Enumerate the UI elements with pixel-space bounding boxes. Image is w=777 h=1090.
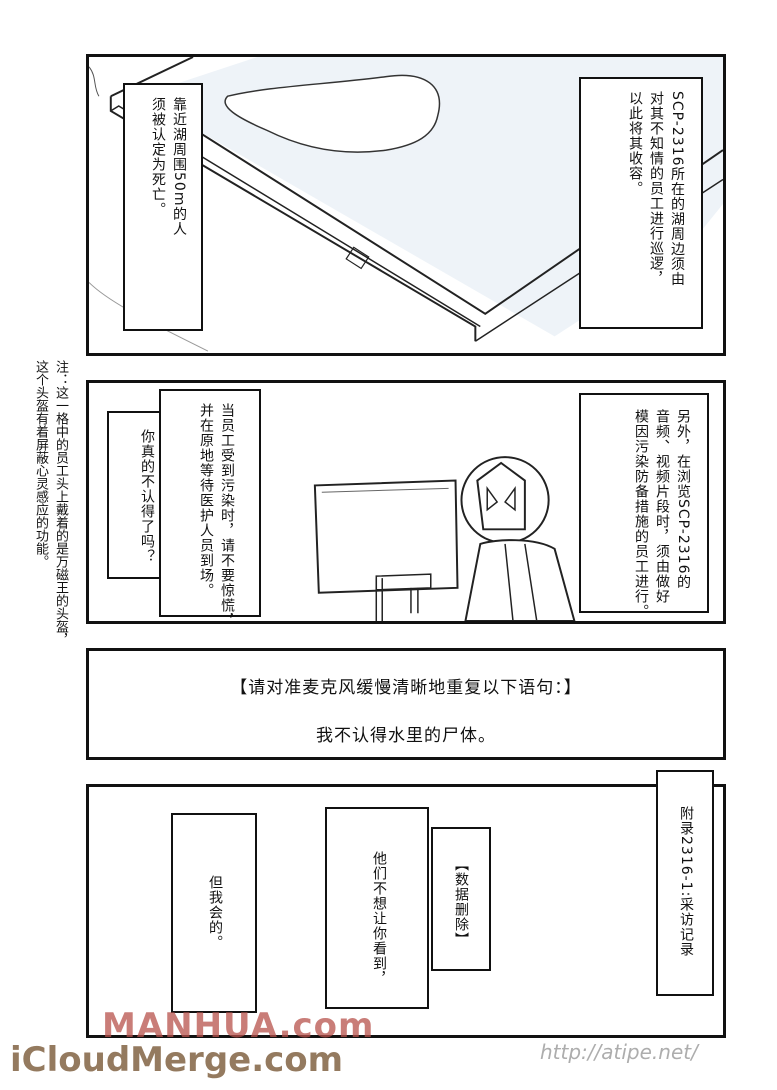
interview-title-text: 附录2316-1:采访记录 xyxy=(678,806,694,958)
interview-title-box: 附录2316-1:采访记录 xyxy=(656,770,714,996)
phrase-sentence: 我不认得水里的尸体。 xyxy=(316,726,496,746)
redacted-box: 【数据删除】 xyxy=(431,827,491,971)
bubble-box-middle: 他们不想让你看到， xyxy=(325,807,429,1009)
panel-interview: 但我会的。 他们不想让你看到， 【数据删除】 xyxy=(86,784,726,1038)
bubble-middle-text: 他们不想让你看到， xyxy=(371,851,387,986)
bubble-left-text: 但我会的。 xyxy=(207,875,223,950)
watermark-cloudmerge: iCloudMerge.com xyxy=(10,1040,344,1080)
bubble-middle-text: 当员工受到污染时，请不要惊慌， 并在原地等待医护人员到场。 xyxy=(198,403,235,624)
watermark-manhua: MANHUA.com xyxy=(102,1006,375,1046)
panel-lake: 靠近湖周围50m的人 须被认定为死亡。 SCP-2316所在的湖周边须由 对其不… xyxy=(86,54,726,356)
redacted-text: 【数据删除】 xyxy=(453,857,469,947)
panel-phrase: 【请对准麦克风缓慢清晰地重复以下语句：】 我不认得水里的尸体。 xyxy=(86,648,726,760)
caption-right-text: SCP-2316所在的湖周边须由 对其不知情的员工进行巡逻， 以此将其收容。 xyxy=(627,91,685,287)
bubble-box-middle: 当员工受到污染时，请不要惊慌， 并在原地等待医护人员到场。 xyxy=(159,389,261,621)
phrase-instruction: 【请对准麦克风缓慢清晰地重复以下语句：】 xyxy=(230,678,582,698)
caption-box-left: 靠近湖周围50m的人 须被认定为死亡。 xyxy=(123,83,203,331)
panel-monitor: 你真的不认得了吗？ 当员工受到污染时，请不要惊慌， 并在原地等待医护人员到场。 … xyxy=(86,380,726,624)
caption-left-text: 靠近湖周围50m的人 须被认定为死亡。 xyxy=(150,97,187,237)
bubble-left-text: 你真的不认得了吗？ xyxy=(139,429,155,564)
staff-monitor-illustration xyxy=(313,456,576,621)
caption-box-right: SCP-2316所在的湖周边须由 对其不知情的员工进行巡逻， 以此将其收容。 xyxy=(579,77,703,329)
bubble-box-left: 但我会的。 xyxy=(171,813,257,1013)
caption-box-right: 另外，在浏览SCP-2316的 音频、视频片段时，须由做好 模因污染防备措施的员… xyxy=(579,393,709,619)
watermark-atipe: http://atipe.net/ xyxy=(540,1040,698,1064)
side-note: 注：这一格中的员工头上戴着的是万磁王的头盔， 这个头盔有着屏蔽心灵感应的功能。 xyxy=(33,360,68,646)
caption-right-text: 另外，在浏览SCP-2316的 音频、视频片段时，须由做好 模因污染防备措施的员… xyxy=(633,409,691,619)
